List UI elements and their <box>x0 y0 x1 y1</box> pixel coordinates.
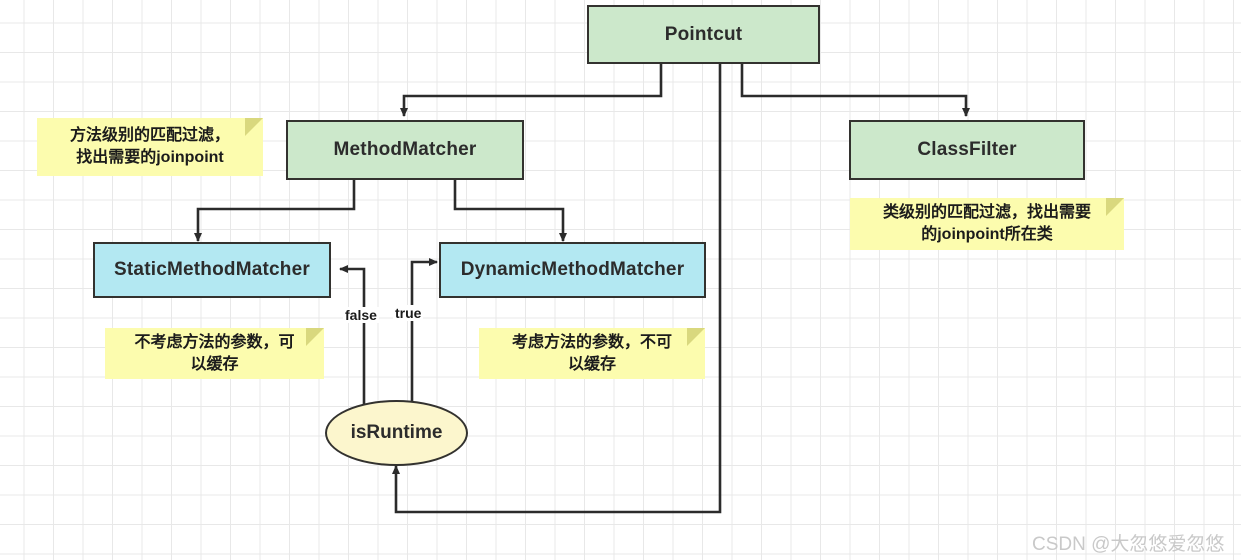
note-classfilter-text: 类级别的匹配过滤，找出需要 的joinpoint所在类 <box>882 204 1091 243</box>
edge-pointcut-methodmatcher <box>400 64 663 117</box>
edge-label-false-text: false <box>345 307 377 323</box>
edge-label-false: false <box>343 307 379 323</box>
node-staticmethodmatcher-label: StaticMethodMatcher <box>114 259 310 280</box>
note-dynamicmethodmatcher-text: 考虑方法的参数，不可 以缓存 <box>511 333 672 373</box>
node-methodmatcher-label: MethodMatcher <box>333 139 477 160</box>
csdn-watermark-text: CSDN @大忽悠爱忽悠 <box>1032 534 1225 555</box>
edge-isruntime-false-static <box>339 265 366 408</box>
edge-methodmatcher-dynamic <box>453 180 567 242</box>
note-dynamicmethodmatcher: 考虑方法的参数，不可 以缓存 <box>479 328 705 379</box>
edge-pointcut-isruntime <box>392 64 722 514</box>
note-fold-icon <box>245 118 263 136</box>
note-classfilter: 类级别的匹配过滤，找出需要 的joinpoint所在类 <box>850 198 1124 250</box>
edge-label-true-text: true <box>395 305 422 321</box>
node-staticmethodmatcher[interactable]: StaticMethodMatcher <box>93 242 331 298</box>
note-methodmatcher: 方法级别的匹配过滤， 找出需要的joinpoint <box>37 118 263 176</box>
node-isruntime-label: isRuntime <box>350 422 443 443</box>
node-methodmatcher[interactable]: MethodMatcher <box>286 120 524 180</box>
node-classfilter[interactable]: ClassFilter <box>849 120 1085 180</box>
note-methodmatcher-text: 方法级别的匹配过滤， 找出需要的joinpoint <box>69 127 230 166</box>
csdn-watermark: CSDN @大忽悠爱忽悠 <box>1032 529 1224 556</box>
edge-isruntime-true-dynamic <box>410 258 438 408</box>
edge-methodmatcher-static <box>194 180 356 242</box>
edge-label-true: true <box>393 305 424 321</box>
note-staticmethodmatcher-text: 不考虑方法的参数，可 以缓存 <box>134 333 295 373</box>
note-fold-icon <box>687 328 705 346</box>
node-dynamicmethodmatcher[interactable]: DynamicMethodMatcher <box>439 242 706 298</box>
node-classfilter-label: ClassFilter <box>917 139 1017 160</box>
note-fold-icon <box>306 328 324 346</box>
node-dynamicmethodmatcher-label: DynamicMethodMatcher <box>460 259 685 280</box>
edge-pointcut-classfilter <box>740 64 970 117</box>
node-pointcut[interactable]: Pointcut <box>587 5 820 64</box>
note-fold-icon <box>1106 198 1124 216</box>
node-pointcut-label: Pointcut <box>664 23 743 45</box>
note-staticmethodmatcher: 不考虑方法的参数，可 以缓存 <box>105 328 324 379</box>
node-isruntime[interactable]: isRuntime <box>325 400 468 466</box>
